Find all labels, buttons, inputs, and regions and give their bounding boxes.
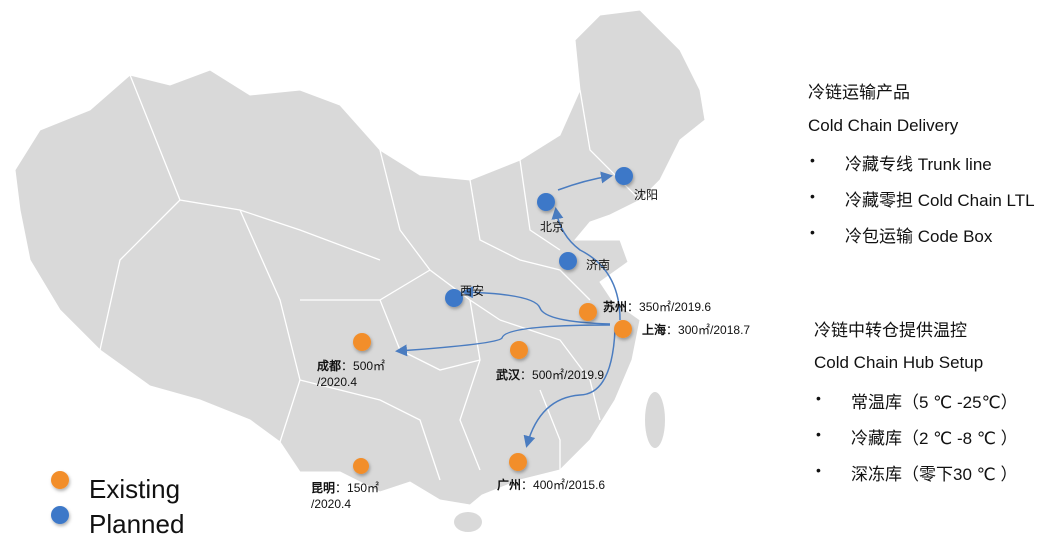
bullet: • [810,224,815,240]
marker-shenyang [615,167,633,185]
bullet: • [816,462,821,478]
label-shenyang: 沈阳 [634,188,659,202]
marker-kunming [353,458,369,474]
marker-beijing [537,193,555,211]
city-detail: ：300㎡/2018.7 [666,323,751,337]
city-date: /2020.4 [317,375,358,389]
marker-shanghai [614,320,632,338]
delivery-item: 冷包运输 Code Box [845,227,993,246]
delivery-title-en: Cold Chain Delivery [808,116,959,135]
label-guangzhou: 广州：400㎡/2015.6 [497,476,605,493]
bullet: • [816,390,821,406]
route-beijing-shenyang [557,171,613,191]
label-jinan: 济南 [586,258,611,272]
city-date: /2020.4 [311,497,352,511]
label-suzhou: 苏州：350㎡/2019.6 [603,298,711,315]
marker-guangzhou [509,453,527,471]
taiwan-shape [645,392,665,448]
route-arrows [395,171,621,448]
label-kunming: 昆明：150㎡ /2020.4 [311,480,379,512]
route-shanghai-chengdu [395,324,611,357]
route-shanghai-xian [461,286,611,325]
hub-title-en: Cold Chain Hub Setup [814,353,984,372]
bullet: • [810,152,815,168]
hainan-shape [454,512,482,532]
marker-chengdu [353,333,371,351]
legend-existing: Existing [89,474,181,504]
city-name: 上海 [642,323,667,337]
legend-existing-dot [51,471,69,489]
city-name: 武汉 [496,368,521,382]
city-detail: ：150㎡ [335,481,380,495]
hub-item: 深冻库（零下30 ℃ ） [851,465,1018,484]
city-name: 成都 [317,359,342,373]
marker-suzhou [579,303,597,321]
marker-jinan [559,252,577,270]
hub-title-cn: 冷链中转仓提供温控 [814,321,967,340]
bullet: • [816,426,821,442]
label-xian: 西安 [460,284,485,298]
legend-planned: Planned [89,509,185,539]
city-name: 广州 [497,478,522,492]
label-chengdu: 成都：500㎡ /2020.4 [317,358,385,390]
label-shanghai: 上海：300㎡/2018.7 [642,321,750,338]
city-detail: ：350㎡/2019.6 [627,300,712,314]
city-markers [51,167,633,524]
label-wuhan: 武汉：500㎡/2019.9 [496,366,604,383]
bullet: • [810,188,815,204]
legend-planned-dot [51,506,69,524]
hub-item: 冷藏库（2 ℃ -8 ℃ ） [851,429,1018,448]
city-detail: ：500㎡/2019.9 [520,368,605,382]
route-shanghai-guangzhou [523,329,616,448]
marker-xian [445,289,463,307]
city-name: 苏州 [603,300,628,314]
city-detail: ：400㎡/2015.6 [521,478,606,492]
label-beijing: 北京 [540,220,565,234]
city-name: 昆明 [311,481,336,495]
city-detail: ：500㎡ [341,359,386,373]
hub-item: 常温库（5 ℃ -25℃） [851,393,1018,412]
delivery-title-cn: 冷链运输产品 [808,83,910,102]
delivery-item: 冷藏专线 Trunk line [845,155,992,174]
route-shanghai-beijing [551,207,621,321]
china-mainland-shape [14,9,706,506]
delivery-item: 冷藏零担 Cold Chain LTL [845,191,1035,210]
marker-wuhan [510,341,528,359]
